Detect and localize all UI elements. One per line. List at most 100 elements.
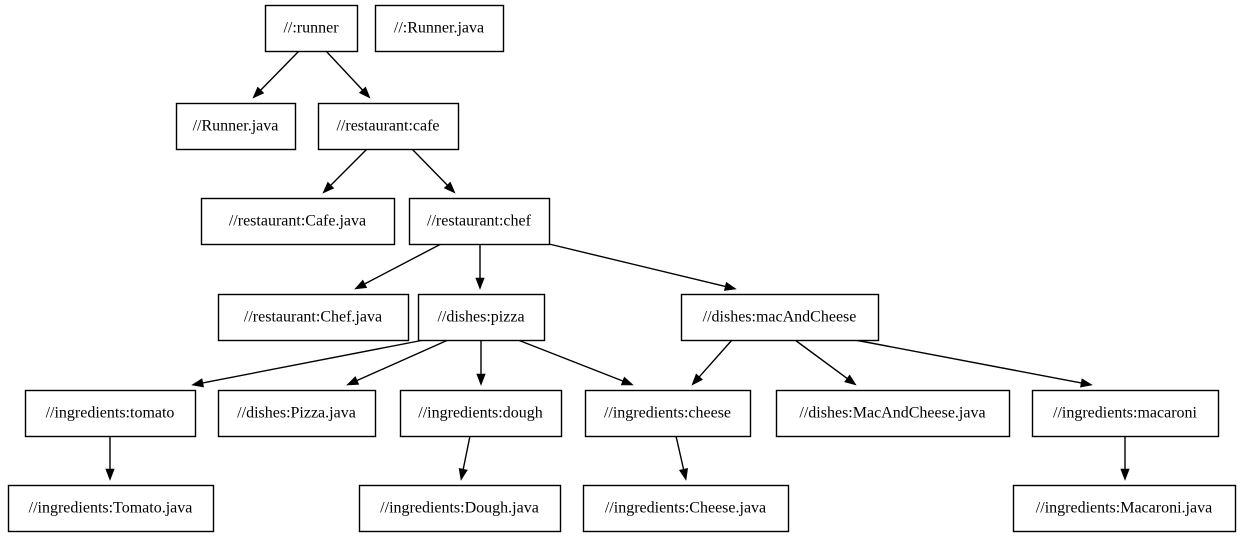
node-box[interactable] <box>217 293 410 342</box>
edge-line <box>411 148 448 186</box>
node-label: //ingredients:cheese <box>604 405 731 422</box>
graph-edge <box>675 435 689 481</box>
graph-edge <box>346 339 449 386</box>
edge-line <box>325 50 363 91</box>
edge-line <box>260 50 300 91</box>
node-label: //restaurant:Chef.java <box>244 309 382 326</box>
graph-node-ing_macaroni[interactable]: //ingredients:macaroni <box>1031 389 1220 438</box>
node-box[interactable] <box>399 389 563 438</box>
node-label: //ingredients:Cheese.java <box>605 500 766 517</box>
graph-edge <box>191 339 425 388</box>
node-box[interactable] <box>217 389 377 438</box>
node-label: //restaurant:cafe <box>336 118 439 135</box>
node-box[interactable] <box>582 484 790 533</box>
graph-node-ing_cheese[interactable]: //ingredients:cheese <box>584 389 752 438</box>
node-box[interactable] <box>24 389 197 438</box>
edge-line <box>548 243 726 288</box>
arrowhead-icon <box>358 86 371 99</box>
edge-layer <box>105 50 1130 481</box>
arrowhead-icon <box>322 181 335 194</box>
graph-edge <box>475 244 485 290</box>
edge-line <box>675 435 685 470</box>
graph-node-dishes_mac_java[interactable]: //dishes:MacAndCheese.java <box>775 389 1011 438</box>
node-box[interactable] <box>1031 389 1220 438</box>
arrowhead-icon <box>691 373 703 386</box>
edge-line <box>202 339 425 384</box>
arrowhead-icon <box>443 181 456 194</box>
node-box[interactable] <box>584 389 752 438</box>
arrowhead-icon <box>678 467 689 481</box>
graph-node-ing_tomato_java[interactable]: //ingredients:Tomato.java <box>7 484 215 533</box>
node-box[interactable] <box>1012 484 1237 533</box>
node-box[interactable] <box>264 4 359 53</box>
graph-edge <box>517 339 634 386</box>
graph-node-ing_dough[interactable]: //ingredients:dough <box>399 389 563 438</box>
edge-line <box>462 435 471 470</box>
edge-line <box>356 339 449 382</box>
node-box[interactable] <box>775 389 1011 438</box>
graph-edge <box>354 243 442 290</box>
node-box[interactable] <box>200 197 396 246</box>
node-label: //Runner.java <box>193 118 279 135</box>
node-label: //ingredients:dough <box>418 405 542 422</box>
graph-edge <box>1120 436 1130 481</box>
graph-node-restaurant_chef_java[interactable]: //restaurant:Chef.java <box>217 293 410 342</box>
node-box[interactable] <box>7 484 215 533</box>
node-label: //restaurant:chef <box>427 213 532 230</box>
node-box[interactable] <box>408 197 551 246</box>
node-label: //ingredients:Macaroni.java <box>1036 500 1212 517</box>
node-label: //ingredients:macaroni <box>1053 405 1198 422</box>
edge-line <box>330 148 368 186</box>
node-label: //:Runner.java <box>394 20 484 37</box>
edge-line <box>364 243 442 285</box>
graph-node-runner_java[interactable]: //Runner.java <box>175 102 297 151</box>
node-box[interactable] <box>374 4 505 53</box>
graph-edge <box>105 436 115 481</box>
graph-edge <box>548 243 737 291</box>
graph-edge <box>411 148 456 194</box>
graph-node-runner_java_root[interactable]: //:Runner.java <box>374 4 505 53</box>
arrowhead-icon <box>723 281 737 291</box>
graph-edge <box>691 339 733 386</box>
edge-line <box>517 339 624 382</box>
graph-edge <box>794 339 857 386</box>
graph-node-dishes_pizza[interactable]: //dishes:pizza <box>417 293 546 342</box>
graph-edge <box>458 435 471 481</box>
arrowhead-icon <box>620 376 634 386</box>
arrowhead-icon <box>1120 468 1130 481</box>
graph-edge <box>325 50 371 99</box>
graph-node-restaurant_cafe[interactable]: //restaurant:cafe <box>317 102 460 151</box>
graph-node-ing_macaroni_java[interactable]: //ingredients:Macaroni.java <box>1012 484 1237 533</box>
graph-node-dishes_pizza_java[interactable]: //dishes:Pizza.java <box>217 389 377 438</box>
arrowhead-icon <box>1080 378 1093 388</box>
graph-node-dishes_mac[interactable]: //dishes:macAndCheese <box>680 293 880 342</box>
node-box[interactable] <box>317 102 460 151</box>
arrowhead-icon <box>475 277 485 290</box>
node-label: //:runner <box>283 20 339 37</box>
node-box[interactable] <box>175 102 297 151</box>
node-box[interactable] <box>680 293 880 342</box>
graph-edge <box>476 340 486 386</box>
graph-node-restaurant_cafe_java[interactable]: //restaurant:Cafe.java <box>200 197 396 246</box>
arrowhead-icon <box>346 376 360 386</box>
node-label: //dishes:MacAndCheese.java <box>799 405 985 422</box>
edge-line <box>854 339 1082 384</box>
node-label: //dishes:macAndCheese <box>703 309 857 326</box>
node-label: //ingredients:Dough.java <box>380 500 539 517</box>
arrowhead-icon <box>191 378 204 388</box>
node-box[interactable] <box>417 293 546 342</box>
node-label: //dishes:Pizza.java <box>237 405 356 422</box>
arrowhead-icon <box>844 374 857 386</box>
node-label: //restaurant:Cafe.java <box>229 213 366 230</box>
graph-node-runner[interactable]: //:runner <box>264 4 359 53</box>
graph-edge <box>854 339 1093 388</box>
arrowhead-icon <box>105 468 115 481</box>
graph-node-restaurant_chef[interactable]: //restaurant:chef <box>408 197 551 246</box>
graph-node-ing_dough_java[interactable]: //ingredients:Dough.java <box>358 484 562 533</box>
graph-node-ing_cheese_java[interactable]: //ingredients:Cheese.java <box>582 484 790 533</box>
graph-node-ing_tomato[interactable]: //ingredients:tomato <box>24 389 197 438</box>
node-label: //ingredients:Tomato.java <box>29 500 193 517</box>
node-box[interactable] <box>358 484 562 533</box>
